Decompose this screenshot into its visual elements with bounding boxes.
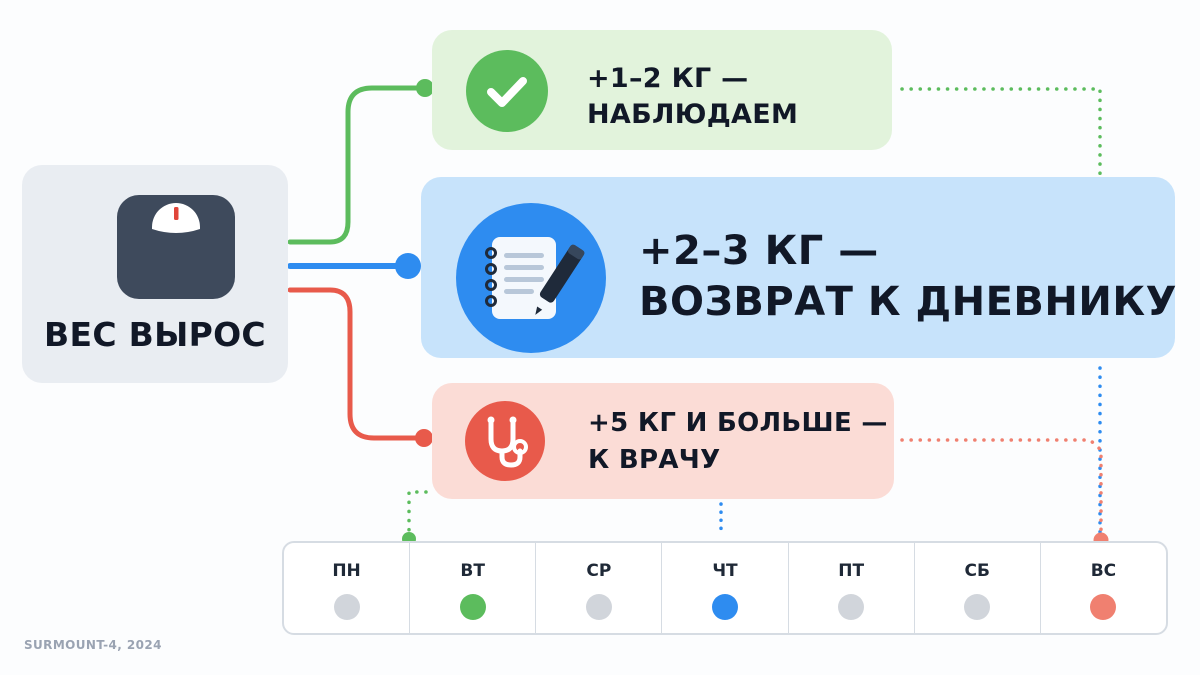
status-dot xyxy=(585,594,612,620)
bathroom-scale-icon xyxy=(117,195,235,299)
outcome-text-diary: +2–3 КГ — ВОЗВРАТ К ДНЕВНИКУ xyxy=(639,228,1177,325)
connector-green xyxy=(287,85,428,245)
outcome-text-doctor: +5 КГ И БОЛЬШЕ — К ВРАЧУ xyxy=(588,408,888,475)
status-dot xyxy=(1090,594,1117,620)
outcome-card-observe: +1–2 КГ — НАБЛЮДАЕМ xyxy=(432,30,892,150)
day-mon: ПН xyxy=(284,543,411,633)
connector-green-end xyxy=(416,79,434,97)
day-label: ВТ xyxy=(460,561,485,581)
day-label: СБ xyxy=(964,561,990,581)
source-note: SURMOUNT-4, 2024 xyxy=(24,638,162,652)
status-dot xyxy=(964,594,991,620)
connector-red xyxy=(287,287,427,441)
outcome-card-doctor: +5 КГ И БОЛЬШЕ — К ВРАЧУ xyxy=(432,383,894,499)
notepad-pen-icon xyxy=(456,203,606,353)
dotted-link-red xyxy=(900,438,1103,540)
source-node: ВЕС ВЫРОС xyxy=(22,165,288,383)
day-label: ПТ xyxy=(838,561,865,581)
day-fri: ПТ xyxy=(789,543,915,633)
status-dot xyxy=(459,594,486,620)
day-sat: СБ xyxy=(915,543,1041,633)
day-label: ПН xyxy=(332,561,361,581)
stethoscope-icon xyxy=(465,401,545,481)
checkmark-icon xyxy=(466,50,548,132)
day-thu: ЧТ xyxy=(662,543,789,633)
day-tue: ВТ xyxy=(410,543,537,633)
dotted-link-top-green xyxy=(900,87,1102,176)
day-label: ЧТ xyxy=(712,561,738,581)
connector-red-end xyxy=(415,429,433,447)
status-dot xyxy=(838,594,865,620)
source-label: ВЕС ВЫРОС xyxy=(44,315,266,354)
day-label: СР xyxy=(586,561,612,581)
week-tracker: ПН ВТ СР ЧТ ПТ СБ ВС xyxy=(282,541,1168,635)
dotted-link-green xyxy=(407,490,428,541)
day-wed: СР xyxy=(536,543,663,633)
outcome-text-observe: +1–2 КГ — НАБЛЮДАЕМ xyxy=(587,63,799,130)
day-sun: ВС xyxy=(1041,543,1166,633)
outcome-card-diary: +2–3 КГ — ВОЗВРАТ К ДНЕВНИКУ xyxy=(421,177,1177,358)
status-dot xyxy=(333,594,360,620)
connector-blue-end xyxy=(395,253,421,279)
status-dot xyxy=(711,594,738,620)
day-label: ВС xyxy=(1090,561,1117,581)
